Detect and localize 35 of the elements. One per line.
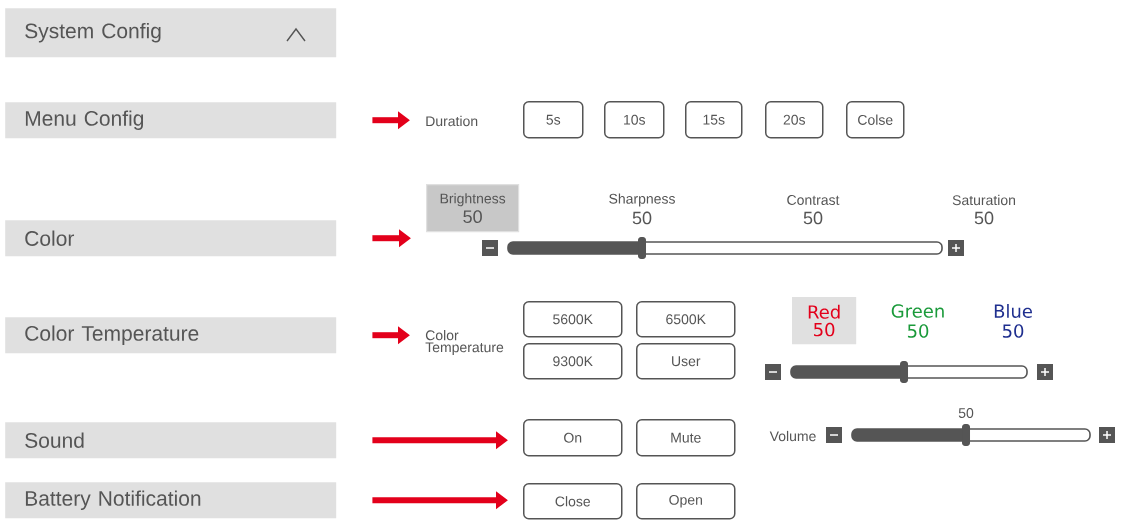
tab-label: Green xyxy=(891,304,944,318)
value-text: 50 xyxy=(907,324,929,338)
menu-band: Color Temperature xyxy=(5,317,337,354)
option-button: Close xyxy=(523,483,623,520)
option-button: User xyxy=(636,343,736,380)
setting-label: Duration xyxy=(426,115,478,127)
option-button: 6500K xyxy=(636,301,736,338)
option-button: 5s xyxy=(523,101,584,139)
value-text: 50 xyxy=(958,408,974,418)
menu-band: Color xyxy=(5,220,337,257)
setting-label: Color Temperature xyxy=(425,330,504,356)
value-text: 50 xyxy=(974,211,994,225)
tab-label: Blue xyxy=(994,304,1032,318)
value-text: 50 xyxy=(803,211,823,225)
option-button: 15s xyxy=(685,101,743,139)
slider-label: Volume xyxy=(769,430,816,442)
tab-label: Saturation xyxy=(952,194,1015,206)
menu-band: Battery Notification xyxy=(5,482,337,519)
selected-tab: Brightness 50 xyxy=(426,184,520,233)
option-button: Open xyxy=(636,483,736,520)
option-button: Colse xyxy=(846,101,905,139)
tab-label: Contrast xyxy=(787,195,840,205)
option-button: 10s xyxy=(604,101,665,139)
value-text: 50 xyxy=(1002,324,1024,338)
value-text: 50 xyxy=(632,211,652,225)
option-button: 9300K xyxy=(523,343,623,380)
option-button: On xyxy=(523,419,623,457)
option-button: 20s xyxy=(765,101,824,139)
option-button: Mute xyxy=(636,419,736,457)
menu-band: Menu Config xyxy=(5,102,337,139)
selected-tab: Red 50 xyxy=(792,297,857,345)
tab-label: Sharpness xyxy=(609,193,675,207)
menu-band: Sound xyxy=(5,422,337,459)
option-button: 5600K xyxy=(523,301,623,338)
menu-band: System Config xyxy=(5,8,337,58)
